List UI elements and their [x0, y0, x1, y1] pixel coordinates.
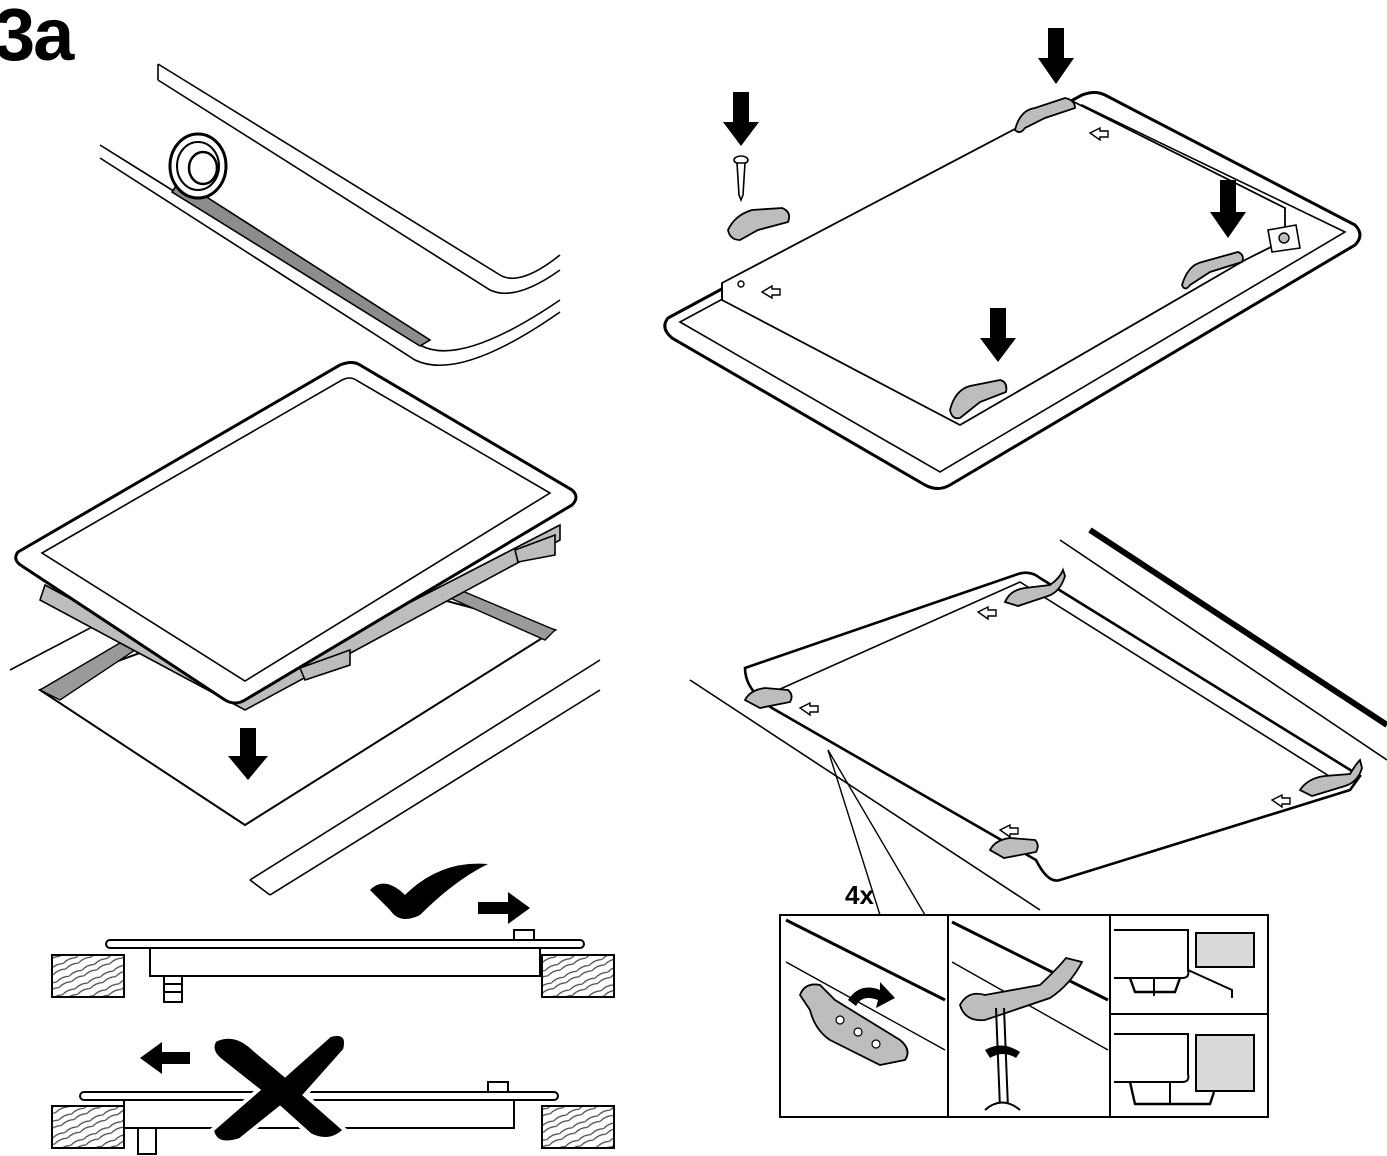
clip-icons — [743, 567, 1363, 859]
clip-bracket-top — [1014, 97, 1076, 133]
down-arrow-icon — [228, 728, 268, 780]
hob-insertion-panel — [9, 361, 601, 896]
hob-glass-top — [14, 361, 578, 705]
wood-block-right — [541, 954, 615, 998]
check-mark-icon — [370, 863, 488, 919]
rotate-arrow-icon — [848, 982, 895, 1008]
hob-edge-outline — [99, 63, 561, 367]
cross-mark-icon — [209, 1032, 348, 1145]
clip-bracket-loose — [727, 207, 791, 241]
orientation-arrow-icons — [760, 126, 1109, 300]
gasket-tape-strip — [170, 178, 432, 347]
gas-connector-icon — [1267, 224, 1301, 253]
wood-block-left-2 — [51, 1105, 125, 1149]
detail-side-view-tight — [1114, 1033, 1255, 1106]
orientation-arrow-icons-2 — [798, 605, 1291, 839]
step-label: 3a — [0, 0, 74, 76]
hob-installed-outline — [743, 571, 1362, 882]
right-arrow-icon — [478, 892, 530, 924]
quantity-label: 4x — [845, 880, 874, 910]
detail-callout-panel — [779, 914, 1269, 1118]
left-arrow-icon — [140, 1042, 190, 1074]
down-arrow-icons — [723, 28, 1246, 362]
gasket-tape-roll-icon — [168, 132, 228, 200]
screw-icon — [733, 155, 749, 288]
correct-placement-panel — [51, 863, 615, 1003]
hob-cross-section-centered — [105, 929, 585, 1003]
wood-block-left — [51, 954, 125, 998]
worktop-edge-lines — [689, 527, 1387, 911]
hob-frame-underside — [663, 91, 1362, 490]
detail-side-view-loose — [1114, 929, 1255, 998]
wood-block-right-2 — [541, 1105, 615, 1149]
hob-installed-panel — [689, 527, 1387, 916]
detail-screw-tighten — [951, 920, 1109, 1111]
zoom-callout-lines — [827, 749, 926, 916]
clip-fixing-panel — [663, 28, 1362, 490]
clip-bracket-bottom — [949, 379, 1008, 420]
gasket-tape-panel — [99, 63, 561, 367]
wrong-placement-panel — [51, 1032, 615, 1155]
detail-clip-rotate — [785, 918, 946, 1066]
clip-bracket-right — [1181, 251, 1244, 290]
